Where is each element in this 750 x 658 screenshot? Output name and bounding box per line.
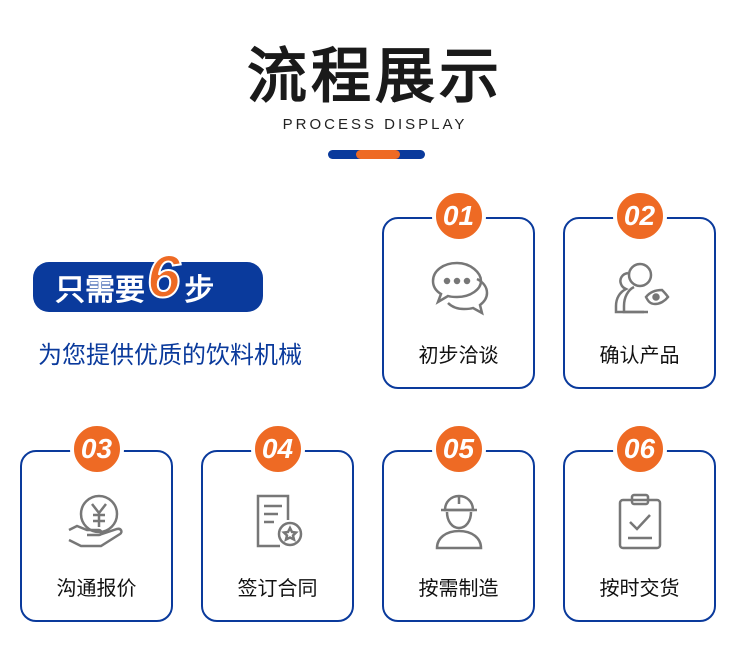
step-number: 02 xyxy=(612,189,667,243)
chat-bubbles-icon xyxy=(431,261,488,316)
clipboard-check-icon xyxy=(618,493,661,550)
step-label: 沟通报价 xyxy=(56,576,137,600)
step-number: 01 xyxy=(431,189,486,243)
steps-banner: 只需要 6 步 xyxy=(33,242,263,312)
step-number: 03 xyxy=(69,422,124,476)
step-card-5: 05 按需制造 xyxy=(382,422,535,622)
page-title: 流程展示 xyxy=(247,42,503,112)
title-divider xyxy=(328,150,425,159)
worker-icon xyxy=(435,494,482,550)
user-eye-icon xyxy=(614,262,670,314)
step-card-1: 01 初步洽谈 xyxy=(382,189,535,389)
step-label: 签订合同 xyxy=(237,576,318,600)
step-label: 初步洽谈 xyxy=(418,343,499,367)
banner-number: 6 xyxy=(146,242,181,311)
page-subtitle: PROCESS DISPLAY xyxy=(282,116,468,133)
step-number: 04 xyxy=(250,422,305,476)
tagline: 为您提供优质的饮料机械 xyxy=(38,341,302,369)
step-card-4: 04 签订合同 xyxy=(201,422,354,622)
step-number: 06 xyxy=(612,422,667,476)
contract-icon xyxy=(256,494,302,548)
banner-suffix: 步 xyxy=(184,273,215,308)
step-label: 按需制造 xyxy=(418,576,499,600)
banner-prefix: 只需要 xyxy=(55,273,145,308)
yuan-hand-icon xyxy=(67,494,123,548)
step-card-2: 02 确认产品 xyxy=(563,189,716,389)
step-card-3: 03 沟通报价 xyxy=(20,422,173,622)
step-label: 确认产品 xyxy=(599,343,680,367)
step-number: 05 xyxy=(431,422,486,476)
step-card-6: 06 按时交货 xyxy=(563,422,716,622)
step-label: 按时交货 xyxy=(599,576,680,600)
